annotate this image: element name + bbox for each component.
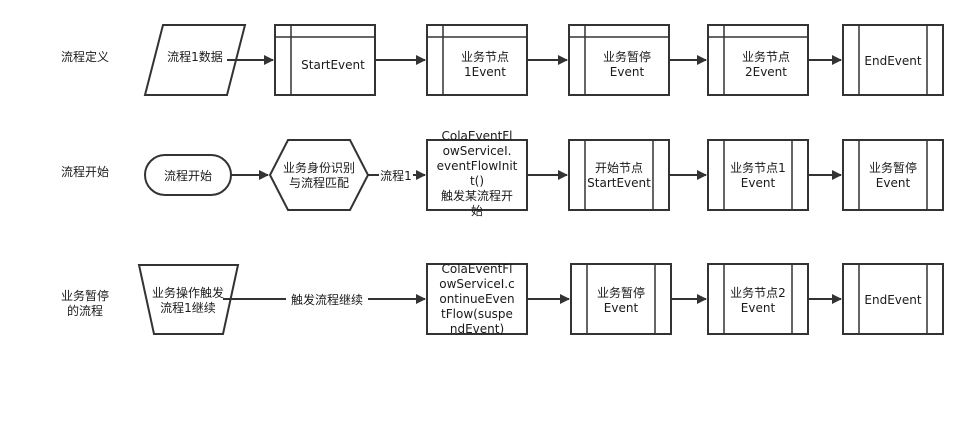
node-start-event: StartEvent [274, 24, 376, 96]
node-start-event-label: StartEvent [301, 58, 365, 72]
node-process1-data: 流程1数据 [143, 24, 247, 96]
node-business-trigger: 业务操作触发流程1继续 [137, 264, 240, 335]
row-label-definition: 流程定义 [61, 49, 109, 64]
edge-label-continue: 触发流程继续 [291, 292, 363, 307]
node-identify-match: 业务身份识别与流程匹配 [268, 139, 370, 211]
node-end-event: EndEvent [842, 24, 944, 96]
node-business-trigger-label: 业务操作触发流程1继续 [152, 285, 224, 315]
node-identify-match-label: 业务身份识别与流程匹配 [283, 160, 355, 190]
row-label-paused: 业务暂停的流程 [61, 288, 109, 318]
row-label-start: 流程开始 [61, 164, 109, 179]
node-process-begin-label: 流程开始 [164, 168, 212, 183]
node-process1-data-label: 流程1数据 [167, 49, 223, 64]
node-r3-end: EndEvent [842, 263, 944, 335]
node-process-begin: 流程开始 [144, 154, 232, 196]
node-end-event-label: EndEvent [864, 54, 921, 68]
node-r3-end-label: EndEvent [864, 293, 921, 307]
edge-label-flow1: 流程1 [380, 168, 412, 183]
